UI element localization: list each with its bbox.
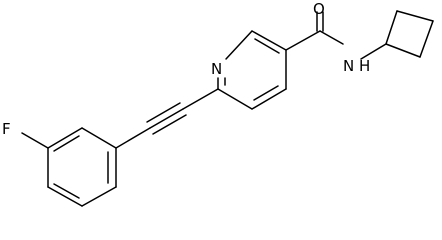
molecule-drawing: O N H N F	[2, 0, 434, 207]
bond	[360, 43, 387, 60]
bond	[385, 10, 398, 45]
pyridine-ring	[217, 30, 287, 110]
bond	[149, 108, 184, 129]
bond	[419, 20, 434, 58]
bond	[285, 30, 321, 51]
bond	[81, 127, 117, 149]
double-bond-inner	[253, 85, 279, 101]
bond	[217, 88, 253, 110]
pyridine-nitrogen-label: N	[211, 60, 222, 78]
bond	[385, 43, 421, 58]
amide-group	[285, 11, 387, 60]
bond	[146, 102, 181, 123]
bond	[47, 186, 83, 207]
amide-nh-label: N H	[343, 57, 370, 75]
bond	[396, 10, 434, 22]
bond	[251, 30, 287, 51]
bond	[81, 186, 117, 207]
bond	[21, 132, 49, 149]
bond	[47, 127, 83, 149]
cyclobutyl-ring	[385, 10, 434, 58]
double-bond-inner	[53, 135, 80, 152]
bond	[152, 114, 187, 135]
double-bond-inner	[254, 38, 280, 54]
bond	[182, 88, 219, 110]
oxygen-label: O	[313, 0, 325, 18]
fluorophenyl-ring	[21, 127, 117, 207]
bond	[225, 30, 253, 60]
alkyne-linker	[115, 88, 219, 149]
fluorine-label: F	[2, 120, 11, 138]
bond	[251, 88, 287, 110]
double-bond-inner	[53, 183, 80, 199]
bond	[319, 30, 344, 45]
structure-canvas: O N H N F	[2, 0, 434, 207]
bond	[115, 127, 151, 149]
